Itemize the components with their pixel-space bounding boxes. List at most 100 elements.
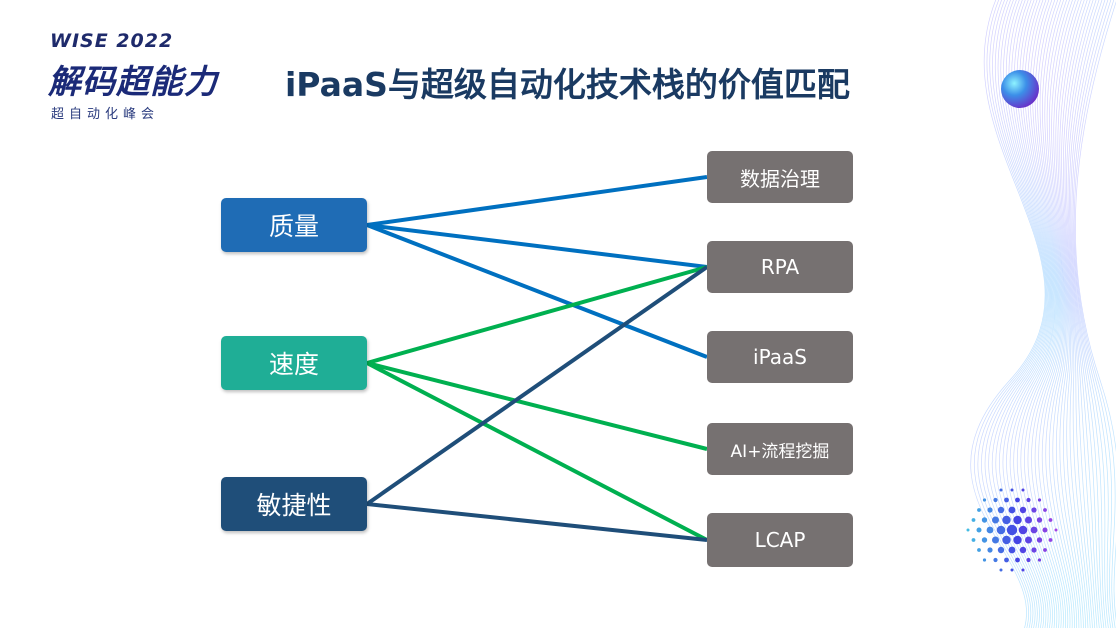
brand-slogan: 解码超能力 xyxy=(48,62,218,101)
hex-dot xyxy=(976,527,982,533)
hex-dot xyxy=(1036,517,1043,523)
hex-dot xyxy=(1004,557,1009,563)
hex-dot xyxy=(1002,515,1011,525)
hex-dot xyxy=(1030,526,1038,534)
hex-dot xyxy=(997,546,1005,554)
edge-speed-ai-process-mining xyxy=(366,361,708,451)
hex-dot xyxy=(1010,568,1014,572)
edge-agility-lcap xyxy=(366,502,708,542)
hex-dot xyxy=(1031,507,1037,513)
node-ai-process-mining: AI+流程挖掘 xyxy=(707,423,853,475)
wave-line xyxy=(988,0,1050,628)
wave-line xyxy=(1029,0,1064,628)
wave-line xyxy=(1002,0,1054,628)
hex-dot xyxy=(1010,488,1014,492)
hex-dot xyxy=(993,497,998,503)
hex-dot xyxy=(981,537,988,543)
hex-dot xyxy=(1048,538,1053,542)
hex-dot xyxy=(1048,518,1053,522)
hex-dot xyxy=(1006,524,1018,536)
node-ipaas: iPaaS xyxy=(707,331,853,383)
hex-dot xyxy=(987,547,993,553)
wave-line xyxy=(1073,0,1116,628)
hex-dot xyxy=(1026,497,1031,503)
hex-dot xyxy=(1025,536,1032,544)
hex-dot xyxy=(1042,527,1048,533)
edge-quality-rpa xyxy=(366,223,708,269)
hex-dot xyxy=(1037,498,1042,502)
wave-line xyxy=(1046,0,1080,628)
wave-line xyxy=(1020,0,1058,628)
decorative-wave-lines xyxy=(970,0,1116,628)
wave-line xyxy=(1009,0,1055,628)
wave-line xyxy=(1053,0,1087,628)
wave-line xyxy=(977,0,1048,628)
hex-dot xyxy=(1054,528,1058,532)
hex-dot xyxy=(1025,516,1032,524)
wave-line xyxy=(1051,0,1084,628)
hex-dot xyxy=(1004,497,1009,503)
gradient-orb-icon xyxy=(1001,70,1039,108)
wave-line xyxy=(1027,0,1062,628)
hex-dot xyxy=(996,525,1006,535)
hex-dot xyxy=(1019,506,1027,514)
wave-line xyxy=(1057,0,1091,628)
edge-speed-rpa xyxy=(366,265,708,365)
wave-line xyxy=(1067,0,1105,628)
wave-line xyxy=(1064,0,1100,628)
hex-dot xyxy=(1043,548,1047,552)
hex-dot xyxy=(1015,497,1020,503)
hex-dot xyxy=(1008,506,1016,514)
wave-line xyxy=(1032,0,1066,628)
wave-line xyxy=(1013,0,1056,628)
wave-line xyxy=(1016,0,1057,628)
page-title: iPaaS与超级自动化技术栈的价值匹配 xyxy=(285,65,850,104)
wave-line xyxy=(1039,0,1073,628)
hex-dot xyxy=(1037,558,1042,562)
wave-line xyxy=(1059,0,1093,628)
wave-line xyxy=(1071,0,1112,628)
wave-line xyxy=(970,0,1046,628)
node-agility: 敏捷性 xyxy=(221,477,367,531)
wave-line xyxy=(1034,0,1069,628)
wave-line xyxy=(1074,1,1116,621)
hex-dot xyxy=(1008,546,1016,554)
wave-line xyxy=(984,0,1049,628)
edge-quality-data-governance xyxy=(366,175,708,227)
hex-dot xyxy=(977,548,981,552)
hex-dot xyxy=(1043,508,1047,512)
hex-dot xyxy=(982,558,987,562)
hex-dot xyxy=(966,528,970,532)
hex-dot xyxy=(977,508,981,512)
wave-line xyxy=(1072,0,1114,628)
hexagon-dots-icon xyxy=(966,488,1058,572)
wave-line xyxy=(1070,0,1109,628)
node-data-governance: 数据治理 xyxy=(707,151,853,203)
hex-dot xyxy=(992,516,999,524)
hex-dot xyxy=(971,538,976,542)
brand-event-name: WISE 2022 xyxy=(50,30,174,52)
hex-dot xyxy=(1013,535,1022,545)
hex-dot xyxy=(1036,537,1043,543)
node-lcap: LCAP xyxy=(707,513,853,567)
node-speed: 速度 xyxy=(221,336,367,390)
wave-line xyxy=(1062,0,1098,628)
wave-line xyxy=(974,0,1047,628)
hex-dot xyxy=(1031,547,1037,553)
hex-dot xyxy=(1018,525,1028,535)
wave-line xyxy=(1024,0,1060,628)
wave-line xyxy=(1042,0,1075,628)
hex-dot xyxy=(993,557,998,563)
hex-dot xyxy=(1019,546,1027,554)
wave-line xyxy=(1049,0,1082,628)
hex-dot xyxy=(1021,568,1025,572)
hex-dot xyxy=(1026,557,1031,563)
hex-dot xyxy=(999,488,1003,492)
node-quality: 质量 xyxy=(221,198,367,252)
edge-quality-ipaas xyxy=(366,223,708,359)
hex-dot xyxy=(981,517,988,523)
wave-line xyxy=(1044,0,1078,628)
hex-dot xyxy=(997,506,1005,514)
hex-dot xyxy=(1021,488,1025,492)
